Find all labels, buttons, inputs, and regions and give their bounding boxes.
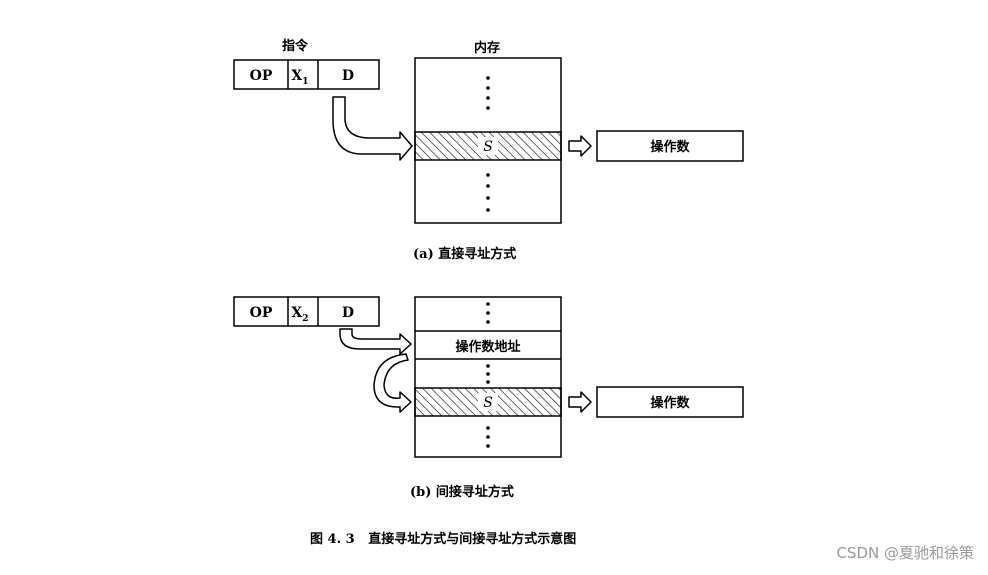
memory-block-a: S: [414, 57, 562, 224]
instruction-register-a: OP X1 D: [233, 59, 380, 90]
memory-cell-s: S: [483, 395, 493, 411]
ellipsis-dots-middle: [486, 364, 490, 384]
ellipsis-dots-bottom: [486, 173, 490, 212]
d-field: D: [342, 68, 354, 84]
curved-arrow-icon: [339, 328, 412, 355]
x-field: X2: [291, 305, 308, 324]
figure-caption: 图 4. 3 直接寻址方式与间接寻址方式示意图: [310, 531, 576, 547]
operand-box-a: 操作数: [596, 130, 744, 162]
instruction-register-b: OP X2 D: [233, 296, 380, 327]
ellipsis-dots-bottom: [486, 426, 490, 448]
curved-arrow-icon: [373, 353, 412, 413]
d-field: D: [342, 305, 354, 321]
watermark: CSDN @夏驰和徐策: [836, 544, 974, 562]
curved-arrow-icon: [332, 96, 413, 161]
caption-b: (b) 间接寻址方式: [410, 484, 514, 500]
operand-label: 操作数: [650, 139, 690, 155]
ellipsis-dots-top: [486, 76, 490, 110]
direct-addressing-diagram: 指令 内存 OP X1 D S: [233, 38, 744, 262]
operand-address-cell: 操作数地址: [455, 339, 520, 355]
memory-label: 内存: [474, 40, 500, 56]
right-arrow-icon: [568, 391, 592, 413]
ellipsis-dots-top: [486, 302, 490, 324]
indirect-addressing-diagram: OP X2 D 操作数地址 S: [233, 296, 744, 500]
op-field: OP: [250, 68, 273, 84]
operand-box-b: 操作数: [596, 386, 744, 418]
right-arrow-icon: [568, 135, 592, 157]
memory-block-b: 操作数地址 S: [414, 296, 562, 458]
op-field: OP: [250, 305, 273, 321]
x-field: X1: [291, 68, 308, 87]
caption-a: (a) 直接寻址方式: [413, 246, 516, 262]
memory-cell-s: S: [483, 139, 493, 155]
operand-label: 操作数: [650, 395, 690, 411]
instruction-label: 指令: [282, 38, 309, 54]
